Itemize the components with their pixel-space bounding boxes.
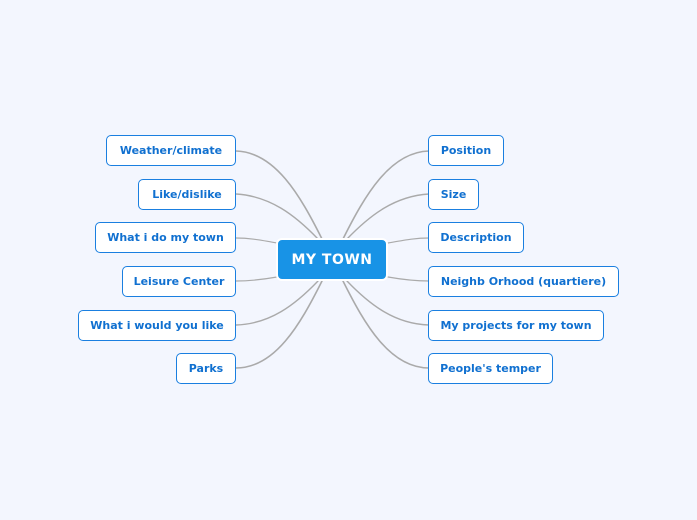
connector-parks (235, 280, 323, 369)
topic-label: What i do my town (107, 231, 224, 244)
connector-description (387, 237, 430, 244)
topic-description[interactable]: Description (428, 222, 524, 253)
central-topic[interactable]: MY TOWN (276, 238, 388, 281)
topic-label: What i would you like (90, 319, 224, 332)
connector-size (346, 193, 430, 240)
topic-position[interactable]: Position (428, 135, 504, 166)
topic-label: People's temper (440, 362, 541, 375)
topic-peoples-temper[interactable]: People's temper (428, 353, 553, 384)
topic-parks[interactable]: Parks (176, 353, 236, 384)
topic-label: Neighb Orhood (quartiere) (440, 275, 607, 288)
topic-what-i-would-you-like[interactable]: What i would you like (78, 310, 236, 341)
topic-label: My projects for my town (440, 319, 592, 332)
connector-weather (235, 150, 323, 240)
topic-my-projects[interactable]: My projects for my town (428, 310, 604, 341)
connector-position (342, 150, 430, 240)
topic-weather-climate[interactable]: Weather/climate (106, 135, 236, 166)
topic-label: Description (440, 231, 512, 244)
central-topic-label: MY TOWN (291, 251, 373, 268)
topic-label: Parks (188, 362, 224, 375)
topic-size[interactable]: Size (428, 179, 479, 210)
topic-label: Size (440, 188, 467, 201)
topic-label: Leisure Center (133, 275, 225, 288)
topic-like-dislike[interactable]: Like/dislike (138, 179, 236, 210)
connector-neighborhood (387, 276, 430, 282)
topic-leisure-center[interactable]: Leisure Center (122, 266, 236, 297)
connector-temper (342, 280, 430, 369)
topic-what-i-do-my-town[interactable]: What i do my town (95, 222, 236, 253)
connector-like (235, 193, 319, 240)
connector-would-like (235, 280, 319, 326)
topic-label: Weather/climate (119, 144, 223, 157)
topic-label: Like/dislike (152, 188, 222, 201)
topic-neighborhood[interactable]: Neighb Orhood (quartiere) (428, 266, 619, 297)
topic-label: Position (440, 144, 492, 157)
connector-leisure (235, 276, 278, 282)
connector-what-i-do (235, 237, 278, 244)
connector-projects (346, 280, 430, 326)
